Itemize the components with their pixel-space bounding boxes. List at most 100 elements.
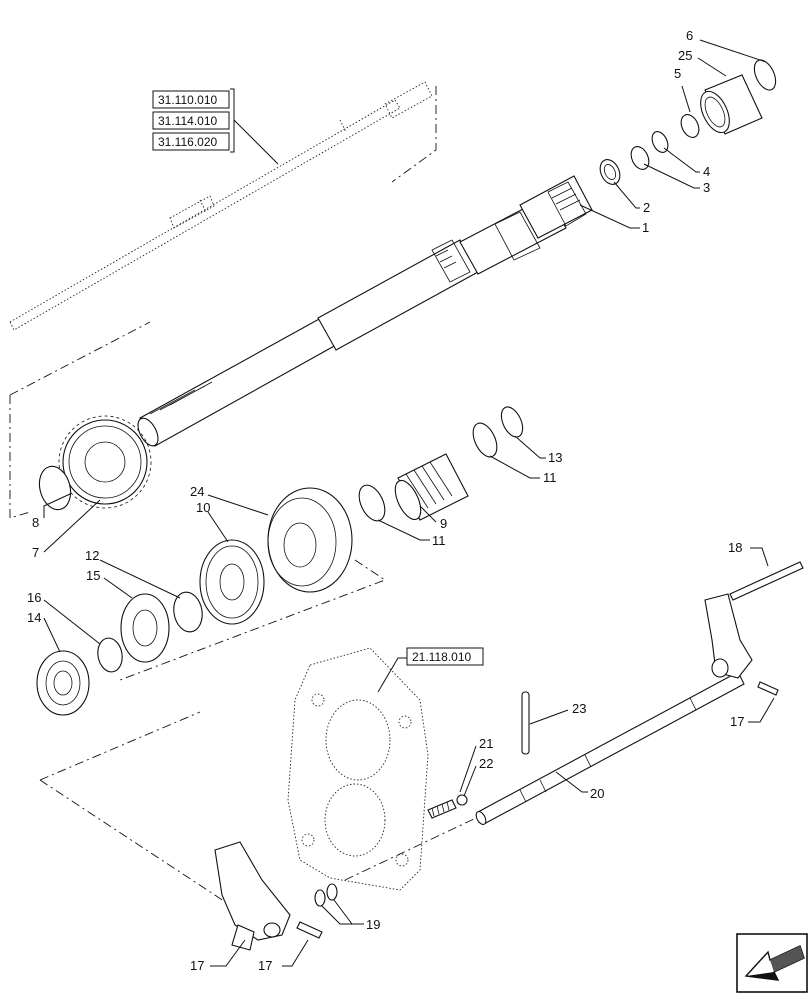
part-16-snap-ring: [97, 637, 123, 673]
part-8-snap-ring: [38, 465, 72, 511]
svg-text:3: 3: [703, 180, 710, 195]
svg-text:10: 10: [196, 500, 210, 515]
part-3-ring: [630, 146, 650, 170]
svg-text:31.116.020: 31.116.020: [158, 135, 217, 149]
svg-text:11: 11: [543, 470, 557, 485]
part-13-snap-ring: [500, 406, 524, 438]
callout-26[interactable]: 25: [678, 48, 727, 77]
svg-text:17: 17: [730, 714, 744, 729]
svg-text:2: 2: [643, 200, 650, 215]
callout-13[interactable]: 13: [514, 435, 562, 465]
svg-text:13: 13: [548, 450, 562, 465]
svg-text:11: 11: [432, 533, 446, 548]
svg-text:6: 6: [686, 28, 693, 43]
part-9-splined-hub: [394, 453, 469, 521]
part-7-gear: [58, 415, 152, 509]
housing-outline: [287, 647, 429, 891]
callout-18[interactable]: 17: [190, 939, 246, 973]
callout-25[interactable]: 24: [190, 484, 269, 516]
main-shaft: [137, 175, 593, 447]
callout-19[interactable]: 18: [728, 540, 769, 567]
part-20-rings: [314, 883, 338, 907]
part-17-pin-upper: [757, 681, 779, 696]
arrow-down-left-icon[interactable]: [736, 933, 808, 993]
callout-12[interactable]: 12: [85, 548, 181, 599]
part-25-synchro-gear: [267, 487, 353, 593]
svg-text:12: 12: [85, 548, 99, 563]
svg-text:14: 14: [27, 610, 41, 625]
part-22-spring: [427, 799, 457, 819]
svg-text:16: 16: [27, 590, 41, 605]
svg-text:23: 23: [572, 701, 586, 716]
part-14-bearing: [36, 650, 90, 716]
reference-box-31-114-010[interactable]: 31.114.010: [152, 111, 230, 130]
callout-15[interactable]: 15: [86, 568, 133, 599]
dashed-leader-reference: [391, 86, 437, 183]
svg-text:31.110.010: 31.110.010: [158, 93, 217, 107]
svg-text:15: 15: [86, 568, 100, 583]
svg-text:21: 21: [479, 736, 493, 751]
part-2-bushing: [599, 159, 621, 185]
part-21-shift-rod: [475, 671, 745, 826]
dashed-leader-middle: [9, 321, 386, 681]
callout-17-lower[interactable]: 17: [258, 939, 309, 973]
svg-text:1: 1: [642, 220, 649, 235]
part-11-ring-lower: [358, 484, 386, 522]
svg-text:24: 24: [190, 484, 204, 499]
callout-1[interactable]: 1: [579, 204, 649, 235]
callout-17-upper[interactable]: 17: [730, 697, 775, 729]
callout-9[interactable]: 9: [419, 505, 447, 531]
part-18-shift-fork-lower: [214, 841, 291, 951]
callout-5[interactable]: 5: [674, 66, 691, 113]
callout-4[interactable]: 4: [663, 147, 710, 179]
reference-leader-housing: [377, 657, 407, 693]
callout-23[interactable]: 22: [463, 756, 493, 797]
svg-text:17: 17: [190, 958, 204, 973]
reference-box-21-118-010[interactable]: 21.118.010: [406, 647, 484, 666]
callout-11-lower[interactable]: 11: [377, 519, 446, 548]
part-19-shift-fork-upper: [704, 561, 804, 679]
part-24-pin: [521, 691, 530, 755]
callout-20[interactable]: 19: [321, 899, 380, 932]
svg-text:17: 17: [258, 958, 272, 973]
callout-6[interactable]: 6: [686, 28, 767, 63]
svg-text:22: 22: [479, 756, 493, 771]
callout-3[interactable]: 3: [643, 163, 710, 195]
callout-22[interactable]: 21: [459, 736, 493, 793]
part-10-gear: [199, 539, 265, 625]
svg-text:9: 9: [440, 516, 447, 531]
svg-text:4: 4: [703, 164, 710, 179]
part-11-ring-upper: [472, 422, 498, 458]
part-26-sleeve: [700, 74, 763, 135]
svg-text:19: 19: [366, 917, 380, 932]
svg-text:31.114.010: 31.114.010: [158, 114, 217, 128]
reference-box-31-116-020[interactable]: 31.116.020: [152, 132, 230, 151]
callout-24[interactable]: 23: [529, 701, 586, 725]
reference-box-31-110-010[interactable]: 31.110.010: [152, 90, 230, 109]
callout-8[interactable]: 8: [32, 493, 71, 530]
svg-text:5: 5: [674, 66, 681, 81]
callout-14[interactable]: 14: [27, 610, 61, 653]
reference-shaft-outline: [9, 81, 433, 331]
svg-text:25: 25: [678, 48, 692, 63]
svg-text:21.118.010: 21.118.010: [412, 650, 471, 664]
callout-7[interactable]: 7: [32, 499, 101, 560]
part-4-snap-ring: [651, 131, 669, 153]
callout-2[interactable]: 2: [613, 181, 650, 215]
callout-11-upper[interactable]: 11: [489, 455, 557, 485]
callout-21[interactable]: 20: [555, 771, 604, 801]
part-12-washer: [173, 591, 203, 633]
part-5-ring: [680, 114, 700, 138]
callout-10[interactable]: 10: [196, 500, 229, 543]
part-6-ring: [753, 59, 777, 91]
svg-text:8: 8: [32, 515, 39, 530]
reference-bracket: [230, 88, 279, 165]
dashed-leader-lower: [39, 711, 477, 906]
svg-text:20: 20: [590, 786, 604, 801]
part-17-pin-lower: [296, 921, 323, 939]
part-23-ball: [456, 794, 468, 806]
part-15-thrust-washer: [120, 593, 170, 663]
callout-16[interactable]: 16: [27, 590, 101, 645]
svg-text:18: 18: [728, 540, 742, 555]
